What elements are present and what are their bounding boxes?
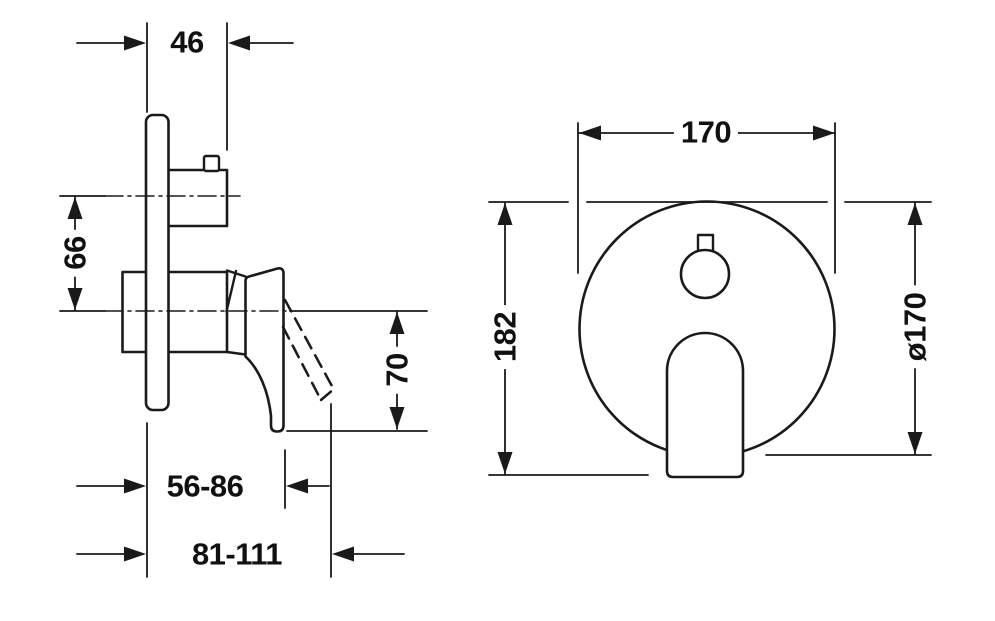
side-view [104,113,336,433]
lever-handle-side [244,267,285,433]
wall-plate-side [144,113,170,412]
front-view-dimensions [488,122,932,476]
arrowhead [813,125,835,141]
arrowhead [579,125,601,141]
arrowhead [332,546,354,562]
arrowhead [389,312,405,334]
cartridge-body-side [121,270,229,354]
dim-label-projection-open: 81-111 [184,536,290,572]
diverter-nub-side [202,154,221,173]
arrowhead [228,35,250,51]
arrowhead [389,407,405,429]
arrowhead [67,288,83,310]
diverter-nub-front [696,233,715,253]
diverter-body-side [166,168,229,228]
diverter-knob-circle [679,248,731,300]
connector-diagonal [225,269,238,313]
arrowhead [67,197,83,219]
dim-label-trim-depth: 46 [163,24,211,60]
dim-label-plate-width: 170 [673,114,739,150]
arrowhead [907,432,923,454]
arrowhead [497,203,513,225]
dim-label-overall-height: 182 [487,304,523,370]
dim-label-lever-drop: 70 [379,346,415,394]
dim-label-projection-closed: 56-86 [159,468,251,504]
lever-handle-front [665,331,745,479]
front-view [578,200,836,479]
arrowhead [286,478,308,494]
arrowhead [124,546,146,562]
arrowhead [124,478,146,494]
lever-handle-dashed-alt [281,298,336,402]
arrowhead [497,452,513,474]
arrowhead [124,35,146,51]
connector-bottom-edge [225,350,247,356]
arrowhead [907,203,923,225]
dim-label-plate-diameter: ø170 [897,285,933,369]
dim-label-axis-offset: 66 [57,229,93,277]
